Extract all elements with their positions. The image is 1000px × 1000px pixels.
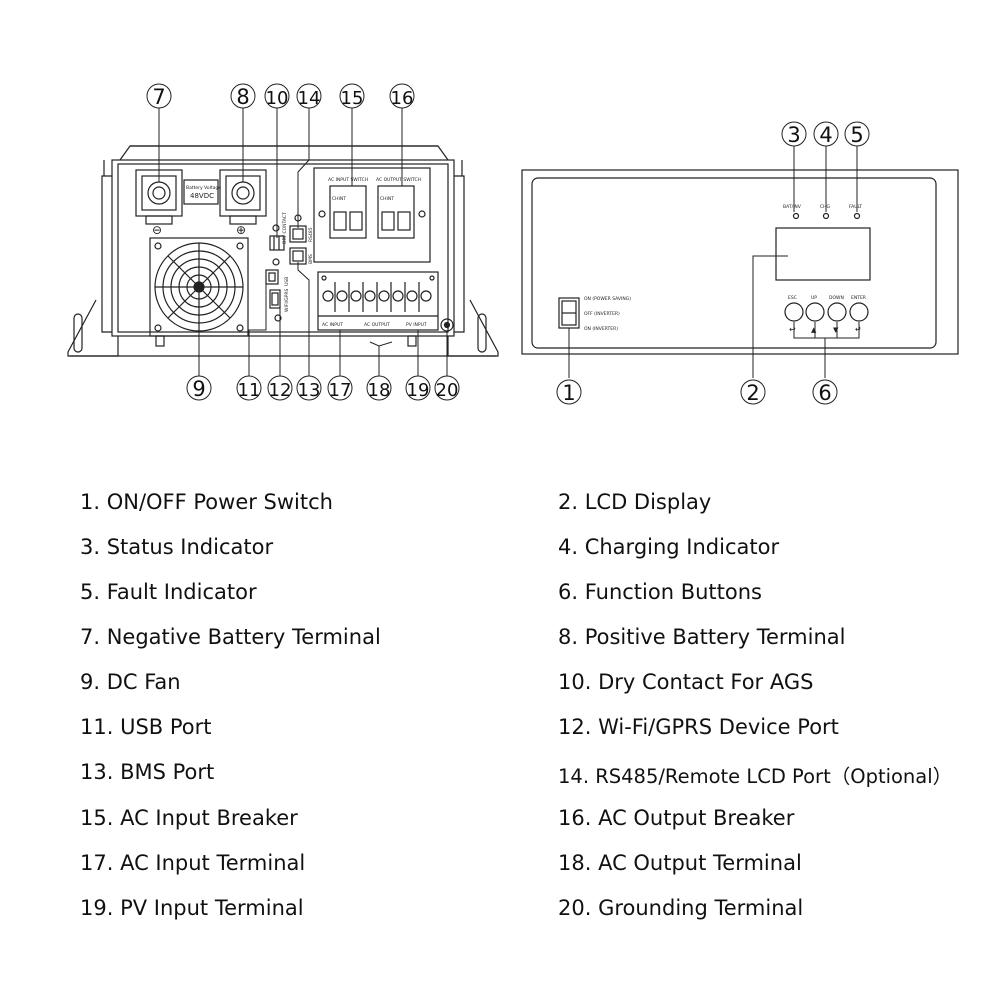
breaker-brand-out: CHINT: [380, 196, 394, 202]
switch-label-off: OFF (INVERTER): [584, 311, 620, 317]
dc-fan: [149, 237, 249, 337]
ac-breakers: [313, 167, 431, 263]
terminal-block: [317, 271, 439, 331]
legend-item-10: 10. Dry Contact For AGS: [558, 670, 814, 694]
enter-button[interactable]: [849, 302, 869, 322]
callout-5: 5: [850, 123, 863, 147]
legend-item-20: 20. Grounding Terminal: [558, 896, 804, 920]
callout-10: 10: [266, 88, 289, 109]
leader-lines: [158, 108, 860, 378]
down-symbol: ▼: [833, 326, 839, 334]
fault-indicator: [853, 212, 861, 220]
dry-contact-label: DRY CONTACT: [282, 212, 288, 244]
ac-output-switch-label: AC OUTPUT SWITCH: [376, 177, 421, 183]
legend-item-17: 17. AC Input Terminal: [80, 851, 306, 875]
callout-6: 6: [818, 381, 831, 405]
switch-label-on: ON (INVERTER): [584, 326, 618, 332]
legend: 1. ON/OFF Power Switch 3. Status Indicat…: [0, 480, 1000, 940]
grounding-terminal: [440, 318, 454, 332]
legend-item-15: 15. AC Input Breaker: [80, 806, 298, 830]
button-label-esc: ESC: [788, 295, 797, 301]
battery-voltage-label: Battery Voltage: [186, 185, 221, 191]
callout-19: 19: [407, 380, 430, 401]
esc-button[interactable]: [784, 302, 804, 322]
communication-ports: [265, 214, 307, 322]
legend-item-9: 9. DC Fan: [80, 670, 181, 694]
callout-13: 13: [298, 380, 321, 401]
callout-14: 14: [298, 88, 321, 109]
wifi-label: WIFI/GPRS: [284, 288, 290, 312]
usb-label: USB: [284, 277, 290, 286]
callout-1: 1: [562, 381, 575, 405]
breaker-brand-in: CHINT: [332, 196, 346, 202]
inverter-diagram: Battery Voltage 48VDC ⊖ ⊕ AC INPUT SWITC…: [67, 83, 959, 405]
callout-9: 9: [192, 377, 205, 401]
callout-18: 18: [368, 380, 391, 401]
enter-symbol: ↵: [855, 325, 862, 334]
legend-item-12: 12. Wi-Fi/GPRS Device Port: [558, 715, 839, 739]
callout-15: 15: [341, 88, 364, 109]
minus-symbol: ⊖: [152, 223, 162, 237]
esc-symbol: ↩: [789, 325, 796, 334]
legend-item-18: 18. AC Output Terminal: [558, 851, 802, 875]
indicator-label-chg: CHG: [820, 204, 831, 210]
callout-11: 11: [238, 380, 261, 401]
battery-voltage-value: 48VDC: [190, 192, 214, 200]
callout-4: 4: [819, 123, 832, 147]
up-button[interactable]: [805, 302, 825, 322]
legend-item-2: 2. LCD Display: [558, 490, 712, 514]
callout-17: 17: [329, 380, 352, 401]
callout-2: 2: [746, 381, 759, 405]
bms-label: BMS: [308, 254, 314, 264]
legend-item-1: 1. ON/OFF Power Switch: [80, 490, 333, 514]
legend-item-8: 8. Positive Battery Terminal: [558, 625, 846, 649]
button-label-up: UP: [811, 295, 817, 301]
legend-item-11: 11. USB Port: [80, 715, 212, 739]
indicator-label-bat-inv: BAT/INV: [783, 204, 802, 210]
up-symbol: ▲: [811, 326, 817, 334]
legend-item-6: 6. Function Buttons: [558, 580, 762, 604]
legend-item-19: 19. PV Input Terminal: [80, 896, 304, 920]
callout-12: 12: [269, 380, 292, 401]
callout-3: 3: [787, 123, 800, 147]
ac-input-terminal-label: AC INPUT: [322, 322, 343, 328]
callout-7: 7: [152, 85, 165, 109]
charging-indicator: [822, 212, 830, 220]
front-panel: [521, 169, 959, 355]
legend-item-3: 3. Status Indicator: [80, 535, 274, 559]
callout-8: 8: [236, 85, 249, 109]
plus-symbol: ⊕: [236, 223, 246, 237]
legend-item-5: 5. Fault Indicator: [80, 580, 257, 604]
callouts: [146, 83, 870, 405]
legend-item-16: 16. AC Output Breaker: [558, 806, 795, 830]
legend-item-4: 4. Charging Indicator: [558, 535, 780, 559]
callout-16: 16: [391, 88, 414, 109]
lcd-display: [775, 227, 871, 281]
ac-output-terminal-label: AC OUTPUT: [364, 322, 390, 328]
ac-input-switch-label: AC INPUT SWITCH: [328, 177, 368, 183]
rear-panel: [67, 145, 499, 357]
status-indicator: [792, 212, 800, 220]
switch-label-on-saving: ON (POWER SAVING): [584, 296, 631, 302]
indicator-label-fault: FAULT: [849, 204, 862, 210]
down-button[interactable]: [827, 302, 847, 322]
pv-input-terminal-label: PV INPUT: [406, 322, 427, 328]
button-label-down: DOWN: [829, 295, 844, 301]
button-label-enter: ENTER: [851, 295, 866, 301]
callout-20: 20: [436, 380, 459, 401]
rs485-label: RS485: [308, 227, 314, 242]
legend-item-7: 7. Negative Battery Terminal: [80, 625, 381, 649]
legend-item-13: 13. BMS Port: [80, 760, 215, 784]
legend-item-14: 14. RS485/Remote LCD Port（Optional）: [558, 765, 953, 788]
